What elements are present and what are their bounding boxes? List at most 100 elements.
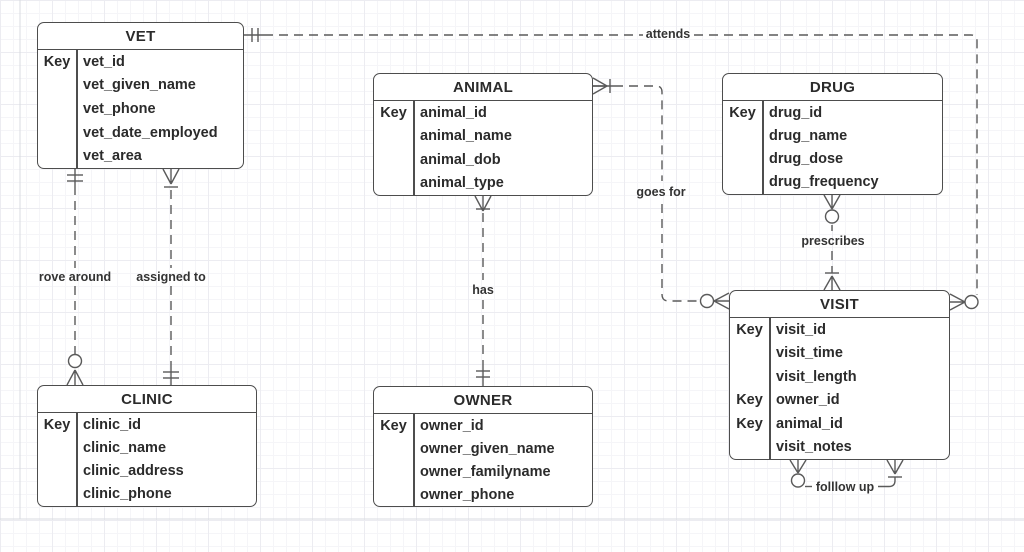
key-badge: Key — [43, 416, 71, 433]
entity-visit-title: VISIT — [730, 291, 949, 318]
zero-or-many-notation-icon — [949, 293, 979, 311]
attribute-name: vet_date_employed — [83, 124, 218, 141]
attribute-row: animal_type — [374, 172, 592, 196]
attribute-row: clinic_name — [38, 436, 256, 459]
relationship-follow-up[interactable] — [789, 459, 904, 488]
attribute-name: drug_dose — [769, 151, 844, 168]
one-or-many-notation-icon — [886, 459, 904, 478]
attribute-name: owner_id — [420, 417, 484, 434]
relationship-label-prescribes[interactable]: prescribes — [801, 234, 865, 248]
attribute-name: animal_id — [420, 104, 487, 121]
key-column-divider — [762, 101, 764, 194]
key-column-divider — [76, 50, 78, 168]
attribute-name: animal_type — [420, 175, 504, 192]
attribute-name: drug_id — [769, 104, 823, 121]
key-column-divider — [413, 414, 415, 506]
attribute-row: vet_given_name — [38, 74, 243, 98]
entity-vet[interactable]: VET Key vet_id vet_given_name vet_phone v… — [37, 22, 244, 169]
relationship-label-has[interactable]: has — [472, 283, 494, 297]
attribute-row: vet_date_employed — [38, 121, 243, 145]
attribute-name: visit_id — [776, 321, 826, 338]
relationship-label-attends[interactable]: attends — [645, 27, 691, 41]
attribute-name: vet_id — [83, 53, 125, 70]
attribute-row: Key animal_id — [374, 101, 592, 125]
attribute-row: vet_area — [38, 144, 243, 168]
page-boundary-lines — [0, 0, 1024, 520]
entity-vet-title: VET — [38, 23, 243, 50]
entity-clinic[interactable]: CLINIC Key clinic_id clinic_name clinic_a… — [37, 385, 257, 507]
key-badge: Key — [380, 104, 407, 121]
key-badge: Key — [736, 321, 763, 338]
attribute-row: Key animal_id — [730, 412, 949, 436]
relationship-rove-around[interactable] — [66, 169, 84, 386]
exactly-one-notation-icon — [67, 174, 83, 182]
key-badge: Key — [736, 392, 763, 409]
attribute-name: owner_id — [776, 392, 840, 409]
entity-drug-title: DRUG — [723, 74, 942, 101]
attribute-row: owner_given_name — [374, 437, 592, 460]
one-or-many-notation-icon — [474, 195, 492, 212]
relationship-assigned-to[interactable] — [162, 168, 180, 385]
attribute-row: clinic_phone — [38, 483, 256, 506]
one-or-many-notation-icon — [162, 168, 180, 188]
attribute-name: clinic_phone — [83, 486, 172, 503]
attribute-row: visit_length — [730, 365, 949, 389]
entity-animal[interactable]: ANIMAL Key animal_id animal_name animal_d… — [373, 73, 593, 196]
exactly-one-notation-icon — [476, 370, 490, 378]
key-badge: Key — [729, 104, 756, 121]
entity-visit[interactable]: VISIT Key visit_id visit_time visit_lengt… — [729, 290, 950, 460]
relationship-attends[interactable] — [244, 28, 979, 311]
entity-animal-title: ANIMAL — [374, 74, 592, 101]
attribute-row: drug_name — [723, 124, 942, 147]
attribute-row: drug_dose — [723, 148, 942, 171]
attribute-row: owner_familyname — [374, 460, 592, 483]
relationship-label-rove-around[interactable]: rove around — [38, 270, 112, 284]
attribute-name: drug_frequency — [769, 174, 879, 191]
attribute-row: animal_name — [374, 125, 592, 149]
attribute-row: Key vet_id — [38, 50, 243, 74]
attribute-name: clinic_address — [83, 463, 184, 480]
attribute-row: Key visit_id — [730, 318, 949, 342]
key-column-divider — [769, 318, 771, 459]
attribute-name: visit_length — [776, 368, 857, 385]
attribute-name: animal_name — [420, 128, 512, 145]
attribute-row: animal_dob — [374, 148, 592, 172]
attribute-name: owner_given_name — [420, 440, 555, 457]
attribute-name: animal_dob — [420, 151, 501, 168]
attribute-row: visit_time — [730, 342, 949, 366]
attribute-name: owner_phone — [420, 486, 515, 503]
relationship-label-assigned-to[interactable]: assigned to — [136, 270, 206, 284]
attribute-name: drug_name — [769, 127, 848, 144]
attribute-name: vet_given_name — [83, 77, 196, 94]
entity-drug[interactable]: DRUG Key drug_id drug_name drug_dose drug… — [722, 73, 943, 195]
one-or-many-notation-icon — [823, 272, 841, 291]
exactly-one-notation-icon — [251, 28, 259, 42]
attribute-row: owner_phone — [374, 483, 592, 506]
attribute-row: clinic_address — [38, 460, 256, 483]
zero-or-many-notation-icon — [699, 292, 730, 310]
attribute-row: Key clinic_id — [38, 413, 256, 436]
relationship-label-follow-up[interactable]: folllow up — [815, 480, 875, 494]
attribute-name: vet_phone — [83, 100, 156, 117]
entity-clinic-title: CLINIC — [38, 386, 256, 413]
attribute-name: visit_notes — [776, 439, 852, 456]
relationship-prescribes[interactable] — [823, 194, 841, 291]
key-column-divider — [76, 413, 78, 506]
attribute-row: drug_frequency — [723, 171, 942, 194]
attribute-name: clinic_name — [83, 439, 167, 456]
attribute-row: Key owner_id — [730, 389, 949, 413]
attribute-name: owner_familyname — [420, 463, 551, 480]
key-badge: Key — [43, 53, 71, 70]
relationship-has[interactable] — [474, 195, 492, 386]
key-badge: Key — [736, 415, 763, 432]
attribute-name: clinic_id — [83, 416, 142, 433]
attribute-name: vet_area — [83, 148, 142, 165]
exactly-one-notation-icon — [163, 371, 179, 379]
attribute-row: visit_notes — [730, 436, 949, 460]
relationship-goes-for[interactable] — [592, 77, 730, 310]
relationship-label-goes-for[interactable]: goes for — [636, 185, 686, 199]
attribute-name: animal_id — [776, 415, 843, 432]
